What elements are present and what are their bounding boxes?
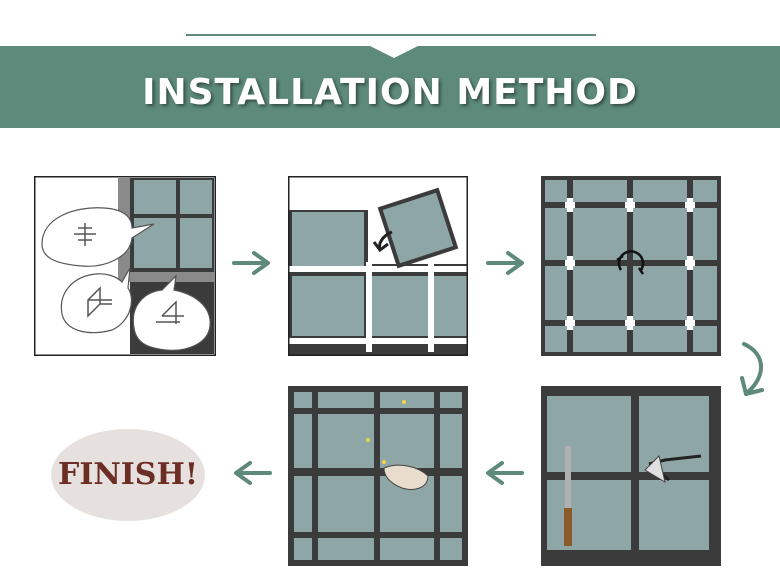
arrow-right-icon (486, 251, 524, 275)
step-5-panel (288, 386, 468, 566)
banner-notch-icon (370, 46, 418, 58)
step-4-panel (541, 386, 721, 566)
page-title: INSTALLATION METHOD (142, 72, 638, 113)
header-divider-line (186, 34, 596, 36)
header-banner (0, 46, 780, 128)
finish-label: FINISH! (58, 457, 198, 492)
arrow-curve-down-icon (740, 342, 764, 396)
arrow-right-icon (232, 251, 270, 275)
step-1-panel (34, 176, 216, 356)
arrow-left-icon (234, 461, 272, 485)
step-2-panel (288, 176, 468, 356)
step-3-panel (541, 176, 721, 356)
arrow-left-icon (486, 461, 524, 485)
finish-badge (51, 429, 205, 521)
